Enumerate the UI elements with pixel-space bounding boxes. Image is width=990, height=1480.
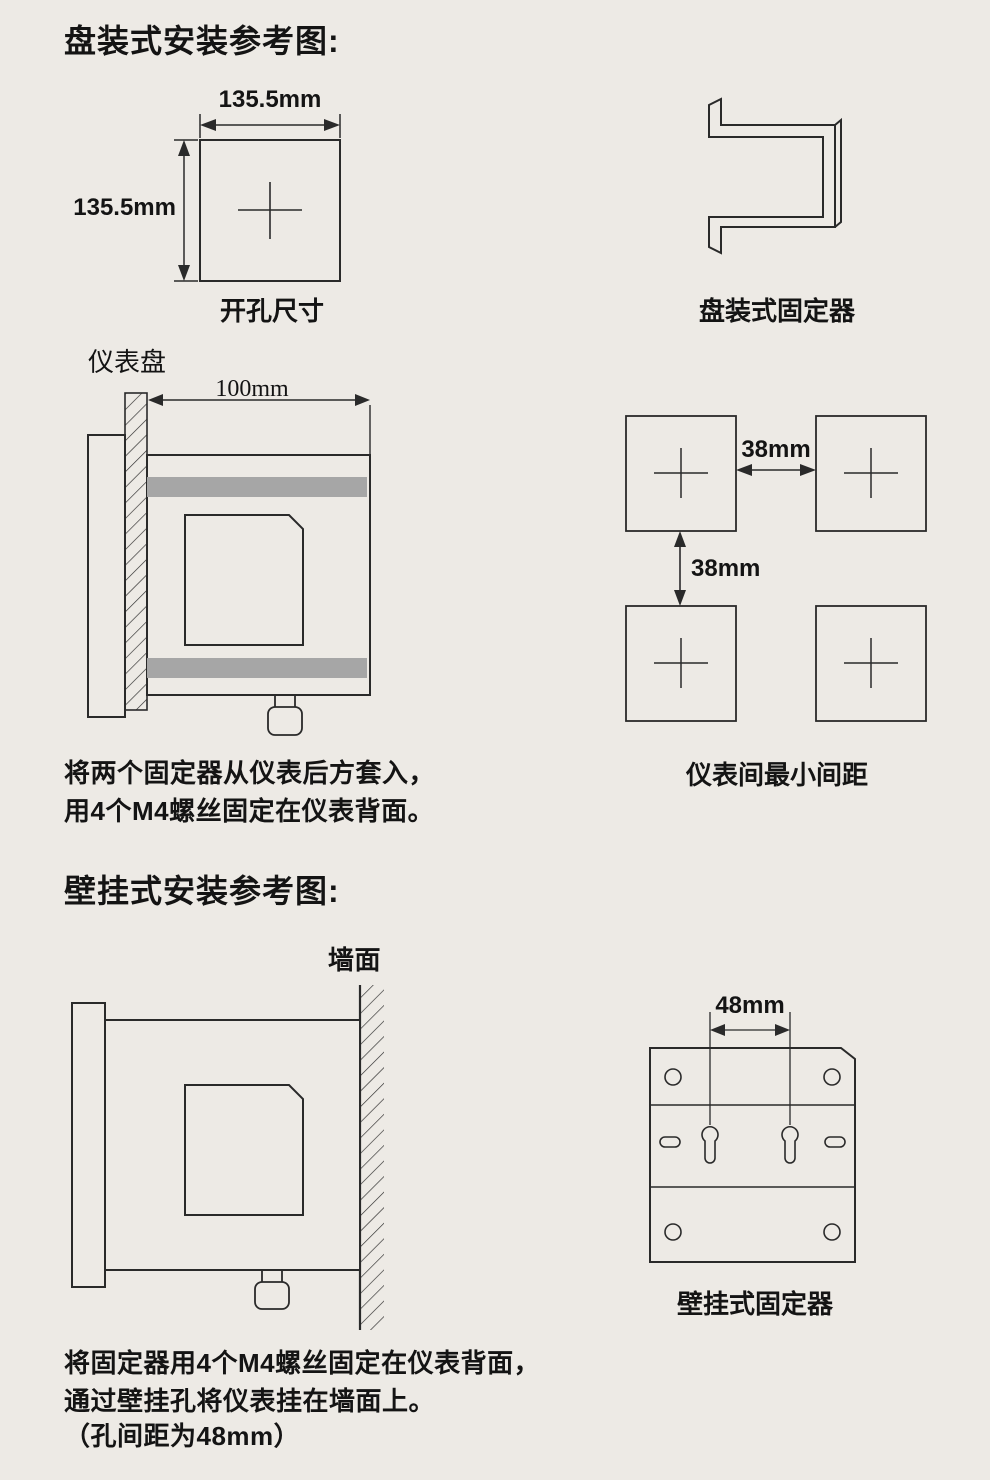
cutout-center-cross — [238, 182, 302, 239]
horizontal-spacing-label: 38mm — [741, 436, 811, 463]
fixture-bar-bottom — [147, 658, 367, 678]
height-dimension-lines — [174, 139, 198, 282]
cable-gland-body — [254, 1281, 290, 1310]
fixture-bracket-outline — [708, 97, 836, 255]
panel-hatch-strip — [124, 392, 148, 711]
nameplate-area — [184, 514, 304, 646]
wall-mount-note-line3: （孔间距为48mm） — [64, 1421, 301, 1451]
cable-gland-body — [267, 706, 303, 736]
front-bezel — [87, 434, 126, 718]
wall-side-view-diagram — [71, 985, 384, 1330]
cutout-diagram — [174, 114, 341, 282]
height-dimension-arrowheads — [178, 140, 190, 281]
keyhole-slots — [659, 1126, 846, 1164]
cutout-caption: 开孔尺寸 — [219, 296, 324, 326]
panel-mount-note-line1: 将两个固定器从仪表后方套入， — [64, 758, 436, 788]
fixture-bar-top — [147, 477, 367, 497]
width-dimension-lines — [199, 114, 341, 138]
instrument-body — [104, 1019, 361, 1271]
center-crosses — [654, 448, 898, 688]
cutout-square — [199, 139, 341, 282]
front-bezel — [71, 1002, 106, 1288]
wall-fixture-caption: 壁挂式固定器 — [676, 1289, 833, 1319]
width-dimension-arrowheads — [200, 119, 340, 131]
wall-mount-section-title: 壁挂式安装参考图: — [64, 873, 340, 909]
hole-spacing-dimension-lines — [709, 1012, 791, 1125]
spacing-dimension-lines — [679, 469, 802, 592]
hole-spacing-arrowheads — [710, 1024, 790, 1036]
spacing-caption: 仪表间最小间距 — [685, 760, 868, 790]
bracket-plate-outline — [649, 1047, 856, 1263]
instrument-cutout-squares — [625, 415, 927, 722]
wall-surface-label: 墙面 — [328, 945, 382, 975]
panel-mount-note-line2: 用4个M4螺丝固定在仪表背面。 — [64, 796, 435, 826]
cable-gland-neck — [274, 694, 296, 709]
cable-gland-neck — [261, 1269, 283, 1284]
wall-hatch — [360, 985, 384, 1330]
nameplate-area — [184, 1084, 304, 1216]
wall-mount-note-line2: 通过壁挂孔将仪表挂在墙面上。 — [64, 1386, 436, 1416]
instrument-panel-label: 仪表盘 — [88, 348, 167, 377]
cutout-width-label: 135.5mm — [218, 86, 322, 113]
screw-holes — [664, 1068, 841, 1241]
minimum-spacing-diagram — [625, 415, 927, 722]
depth-dimension — [148, 394, 371, 458]
panel-fixture-caption: 盘装式固定器 — [698, 296, 855, 326]
panel-mount-section-title: 盘装式安装参考图: — [64, 23, 340, 59]
wall-fixture-diagram — [649, 1012, 856, 1263]
depth-dimension-label: 100mm — [215, 376, 289, 402]
spacing-dimension-arrowheads — [674, 464, 816, 606]
wall-mount-note-line1: 将固定器用4个M4螺丝固定在仪表背面， — [64, 1348, 541, 1378]
fixture-bracket-side-face — [834, 117, 842, 228]
panel-fixture-diagram — [708, 97, 842, 255]
vertical-spacing-label: 38mm — [691, 555, 761, 582]
hole-spacing-label: 48mm — [715, 992, 785, 1019]
panel-side-view-diagram — [87, 392, 371, 736]
cutout-height-label: 135.5mm — [73, 194, 176, 221]
